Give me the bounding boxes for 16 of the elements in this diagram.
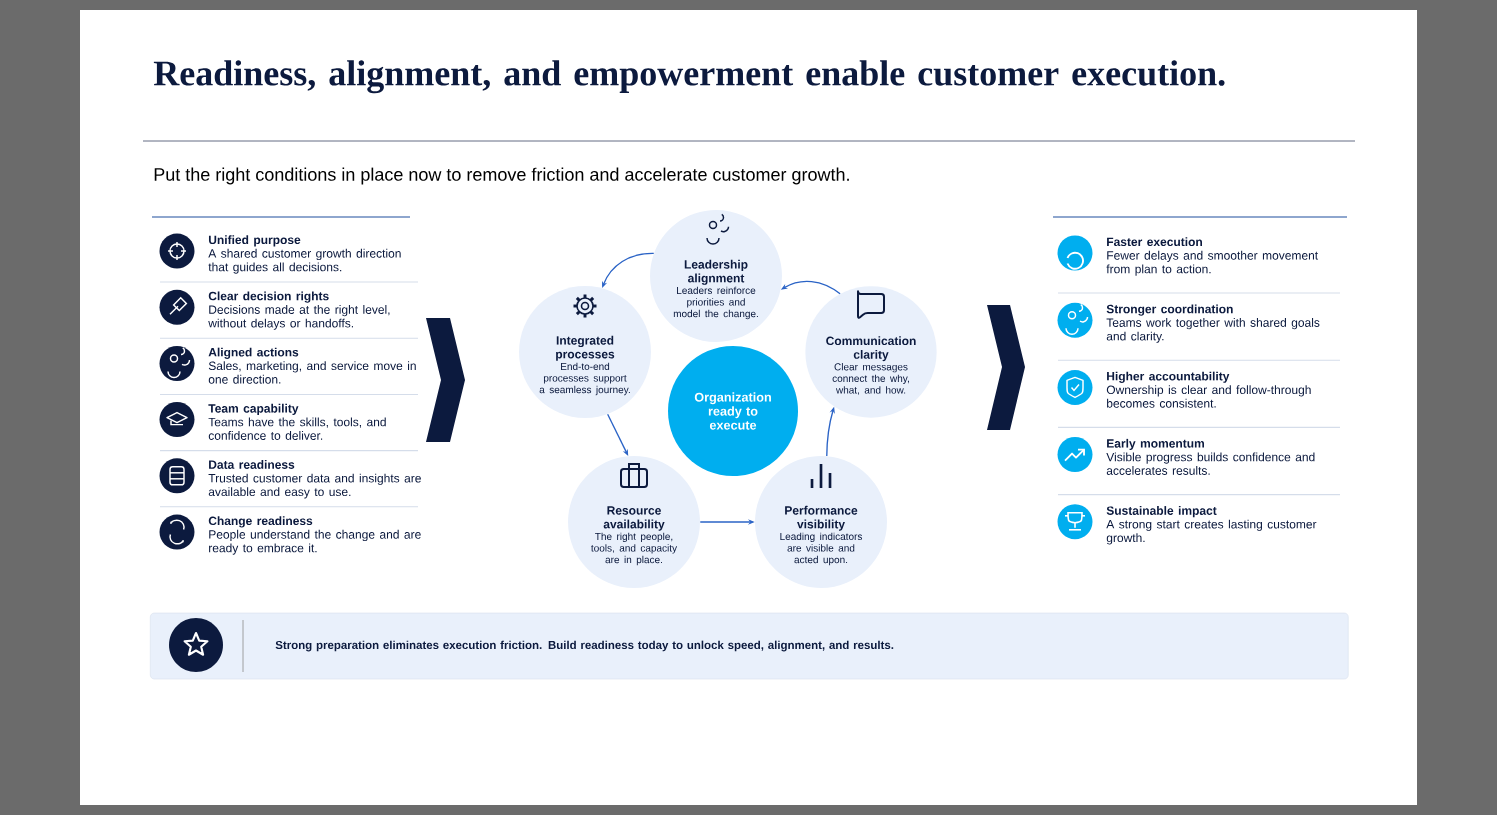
arrow <box>607 413 629 456</box>
list-item: Sustainable impact A strong start creates lasting customer growth. <box>1106 506 1317 545</box>
note-box: Strong preparation eliminates execution friction. Build readiness today to unlock speed, alignment, and results. <box>150 612 1349 680</box>
arrow <box>602 252 655 288</box>
list-item: Aligned actions Sales, marketing, and service move in one direction. <box>208 347 416 384</box>
list-item: Clear decision rights Decisions made at the right level, without delays or handoffs. <box>208 291 390 330</box>
list-item: Team capability Teams have the skills, tools, and confidence to deliver. <box>208 403 386 440</box>
title: Readiness, alignment, and empowerment enable customer execution. <box>153 60 1225 94</box>
list-item: Data readiness Trusted customer data and insights are available and easy to use. <box>208 460 421 499</box>
list-item: Change readiness People understand the change and are ready to embrace it. <box>208 516 421 555</box>
subtitle: Put the right conditions in place now to remove friction and accelerate customer growth. <box>154 167 849 185</box>
list-item: Stronger coordination Teams work together with shared goals and clarity. <box>1106 304 1320 343</box>
list-item: Early momentum Visible progress builds confidence and accelerates results. <box>1106 438 1315 475</box>
list-item: Unified purpose A shared customer growth direction that guides all decisions. <box>208 235 401 274</box>
list-item: Higher accountability Ownership is clear and follow-through becomes consistent. <box>1106 371 1311 408</box>
list-item: Faster execution Fewer delays and smoother movement from plan to action. <box>1106 237 1318 276</box>
